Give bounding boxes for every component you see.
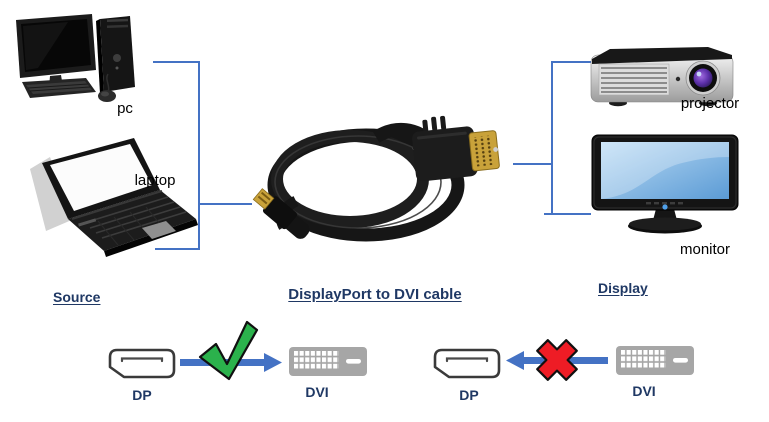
bracket-line-pc [153, 61, 200, 63]
dvi-connector-icon [288, 346, 368, 377]
display-section-title: Display [598, 280, 648, 296]
dvi-label-correct: DVI [305, 384, 329, 400]
dvi-label-incorrect: DVI [632, 383, 656, 399]
bracket-line-projector [553, 61, 591, 63]
dp-connector-icon [107, 348, 177, 379]
pc-label: pc [117, 100, 133, 117]
dp-connector-icon [432, 348, 502, 379]
monitor-label: monitor [679, 241, 731, 258]
laptop-illustration-icon [22, 133, 212, 258]
pc-illustration-icon [8, 8, 158, 108]
monitor-illustration-icon [590, 133, 740, 236]
bracket-line-laptop [155, 248, 200, 250]
bracket-line-right-vertical [551, 61, 553, 215]
bracket-line-to-cable-right [513, 163, 551, 165]
laptop-label: laptop [134, 172, 176, 189]
bracket-line-to-cable-left [200, 203, 252, 205]
bracket-line-left-vertical [198, 61, 200, 250]
cable-section-title: DisplayPort to DVI cable [288, 286, 462, 303]
projector-illustration-icon [588, 42, 736, 112]
green-checkmark-icon [196, 320, 259, 382]
source-section-title: Source [53, 289, 101, 305]
bracket-line-monitor [544, 213, 591, 215]
dp-label-correct: DP [132, 387, 152, 403]
dp-label-incorrect: DP [459, 387, 479, 403]
dvi-connector-icon [615, 345, 695, 376]
projector-label: projector [680, 95, 740, 112]
red-cross-icon [528, 331, 586, 389]
displayport-to-dvi-cable-image [238, 103, 523, 248]
